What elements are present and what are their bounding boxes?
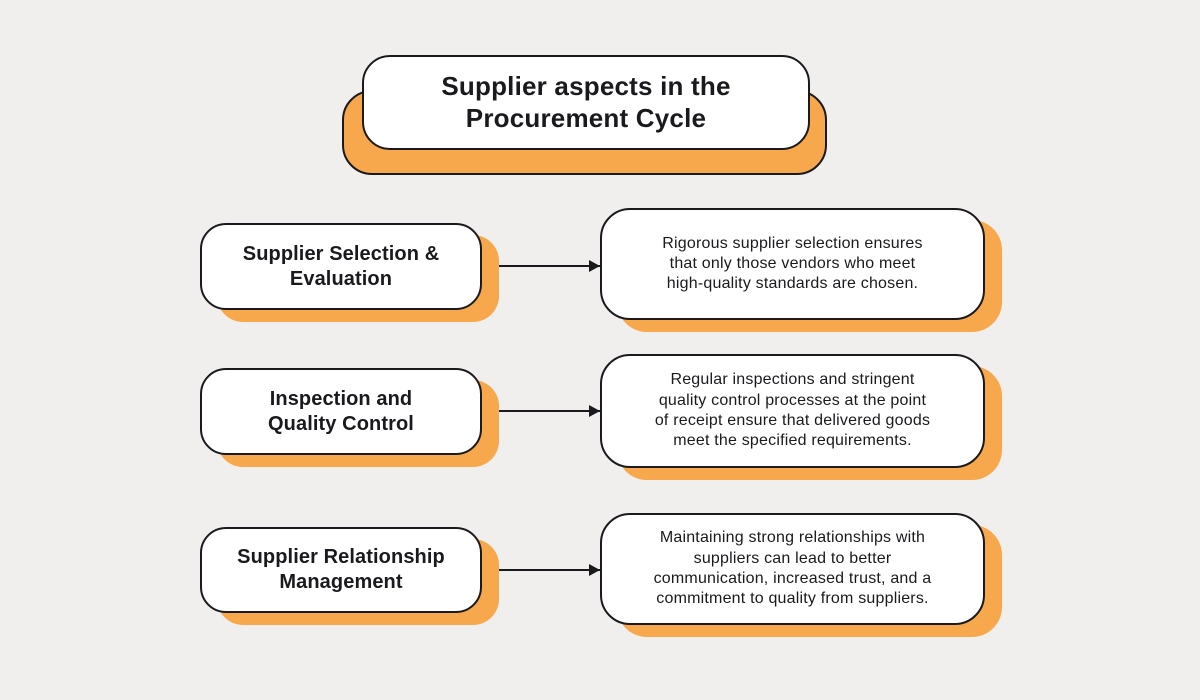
description-card-supplier-selection: Rigorous supplier selection ensures that… [600, 208, 985, 320]
topic-card-inspection-quality-control: Inspection and Quality Control [200, 368, 482, 455]
connector-arrow-row-1 [482, 260, 600, 272]
connector-arrow-row-2 [482, 405, 600, 417]
topic-card-supplier-relationship: Supplier Relationship Management [200, 527, 482, 613]
description-card-supplier-relationship: Maintaining strong relationships with su… [600, 513, 985, 625]
topic-description: Maintaining strong relationships with su… [653, 529, 932, 608]
topic-heading: Supplier Selection & Evaluation [242, 242, 440, 290]
title-card: Supplier aspects in the Procurement Cycl… [362, 55, 810, 150]
connector-arrow-row-3 [482, 564, 600, 576]
topic-heading: Supplier Relationship Management [237, 546, 445, 593]
topic-heading: Inspection and Quality Control [268, 387, 414, 435]
topic-description: Regular inspections and stringent qualit… [654, 371, 931, 450]
topic-card-supplier-selection: Supplier Selection & Evaluation [200, 223, 482, 310]
diagram-title: Supplier aspects in the Procurement Cycl… [441, 70, 731, 133]
description-card-inspection-quality-control: Regular inspections and stringent qualit… [600, 354, 985, 468]
topic-description: Rigorous supplier selection ensures that… [662, 234, 923, 293]
